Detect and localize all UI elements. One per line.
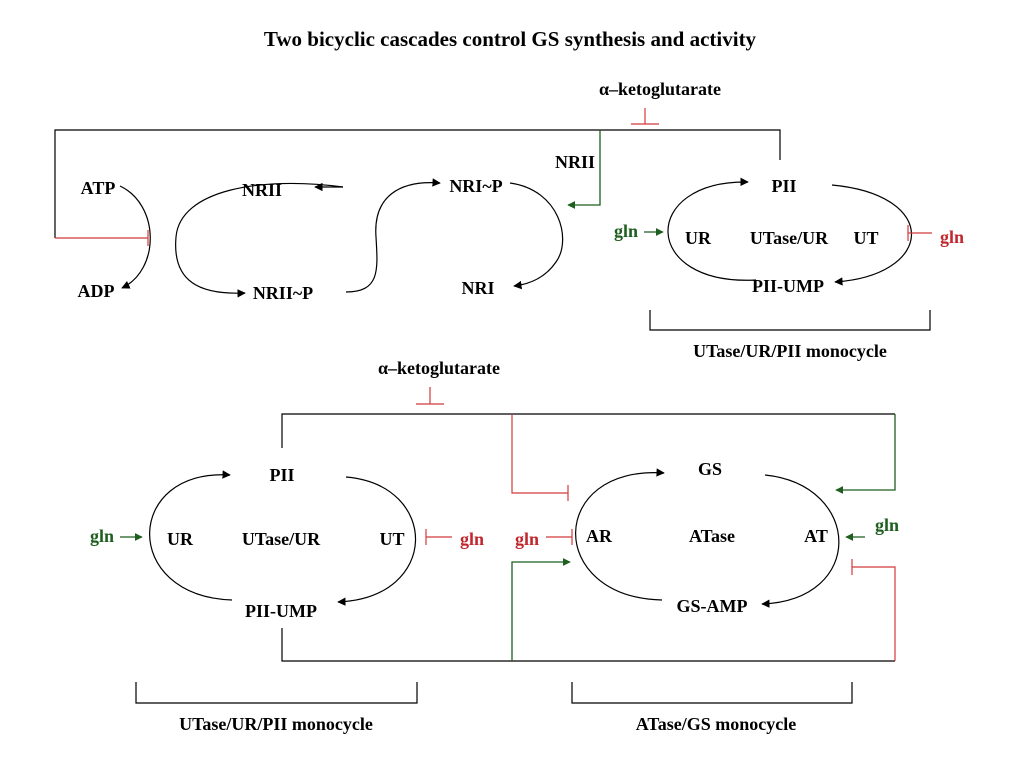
bottom-alpha-kg-inhibition [416,387,444,405]
bottom-utase-monocycle: PII PII-UMP UR UTase/UR UT gln gln UTase… [90,465,484,734]
bottom-left-gln-activator-label: gln [90,526,114,546]
top-utase-ur-label: UTase/UR [750,228,829,248]
top-alpha-ketoglutarate: α–ketoglutarate [599,79,721,99]
bottom-right-gln-activator-label: gln [875,515,899,535]
bottom-pii-ump-activates-ar [511,558,571,661]
bottom-at-label: AT [804,526,828,546]
top-monocycle-caption: UTase/UR/PII monocycle [693,341,887,361]
bottom-right-monocycle-right-arc [761,474,840,608]
bottom-left-monocycle-caption: UTase/UR/PII monocycle [179,714,373,734]
top-nri-p-label: NRI~P [449,176,502,196]
bottom-pii-ump-label: PII-UMP [245,601,317,621]
top-nrii-label: NRII [242,180,282,200]
bottom-right-monocycle-caption: ATase/GS monocycle [636,714,797,734]
bottom-atase-label: ATase [689,526,735,546]
bottom-left-gln-inhibition [425,529,452,545]
bottom-ut-label: UT [379,529,404,549]
top-monocycle-bracket [649,310,931,331]
top-cascade: α–ketoglutarate NRII ATP ADP NRII NRII~P… [54,79,964,361]
top-nri-phosphorylation-arc [345,178,441,293]
top-ut-label: UT [853,228,878,248]
top-nri-dephosphorylation-arc [509,182,564,290]
top-pii-label: PII [771,176,796,196]
top-monocycle-left-arc [667,177,757,281]
top-nrii-input-label: NRII [555,152,595,172]
bottom-gs-amp-label: GS-AMP [677,596,748,616]
bottom-pii-top-connector [281,413,895,448]
top-atp-adp-arc [119,185,151,289]
bottom-atase-monocycle: GS GS-AMP AR ATase AT gln gln ATase/GS m… [515,459,899,734]
bottom-pii-inhibits-ar [511,414,569,501]
top-nrii-phosphorylation-arc [175,182,344,298]
bottom-right-monocycle-bracket [571,682,853,704]
top-utase-monocycle: PII PII-UMP UR UTase/UR UT gln gln UTase… [614,176,964,361]
top-monocycle-right-arc [831,184,912,286]
top-adp-label: ADP [78,281,115,301]
top-gln-inhibition [907,225,932,241]
bottom-alpha-ketoglutarate: α–ketoglutarate [378,358,500,378]
top-pii-connector [54,129,781,238]
top-nrii-activates-nri [567,130,601,209]
bottom-utase-ur-label: UTase/UR [242,529,321,549]
bottom-left-monocycle-left-arc [149,470,233,601]
bottom-left-monocycle-right-arc [337,476,417,606]
top-ur-label: UR [685,228,712,248]
diagram-title: Two bicyclic cascades control GS synthes… [264,27,757,51]
bottom-left-gln-inhibitor-label: gln [460,529,484,549]
top-nrii-p-label: NRII~P [253,283,313,303]
top-gln-activator-label: gln [614,221,638,241]
bottom-pii-label: PII [269,465,294,485]
top-alpha-kg-inhibition [631,108,659,125]
top-nri-label: NRI [461,278,494,298]
bottom-right-gln-inhibitor-label: gln [515,529,539,549]
bottom-right-gln-inhibition [546,529,573,545]
bottom-right-monocycle-left-arc [575,468,665,601]
top-gln-inhibitor-label: gln [940,227,964,247]
bottom-ar-label: AR [586,526,613,546]
bottom-cascade: α–ketoglutarate PII PII-UMP UR UTase/UR … [90,358,899,734]
bottom-pii-ump-inhibits-at [851,559,896,661]
top-atp-label: ATP [81,178,116,198]
top-pii-inhibits-nrii [55,230,149,246]
bottom-gs-label: GS [698,459,722,479]
bottom-left-monocycle-bracket [135,682,418,704]
bottom-pii-ump-connector [281,628,895,662]
bottom-pii-activates-at [835,414,896,494]
bottom-ur-label: UR [167,529,194,549]
top-pii-ump-label: PII-UMP [752,276,824,296]
